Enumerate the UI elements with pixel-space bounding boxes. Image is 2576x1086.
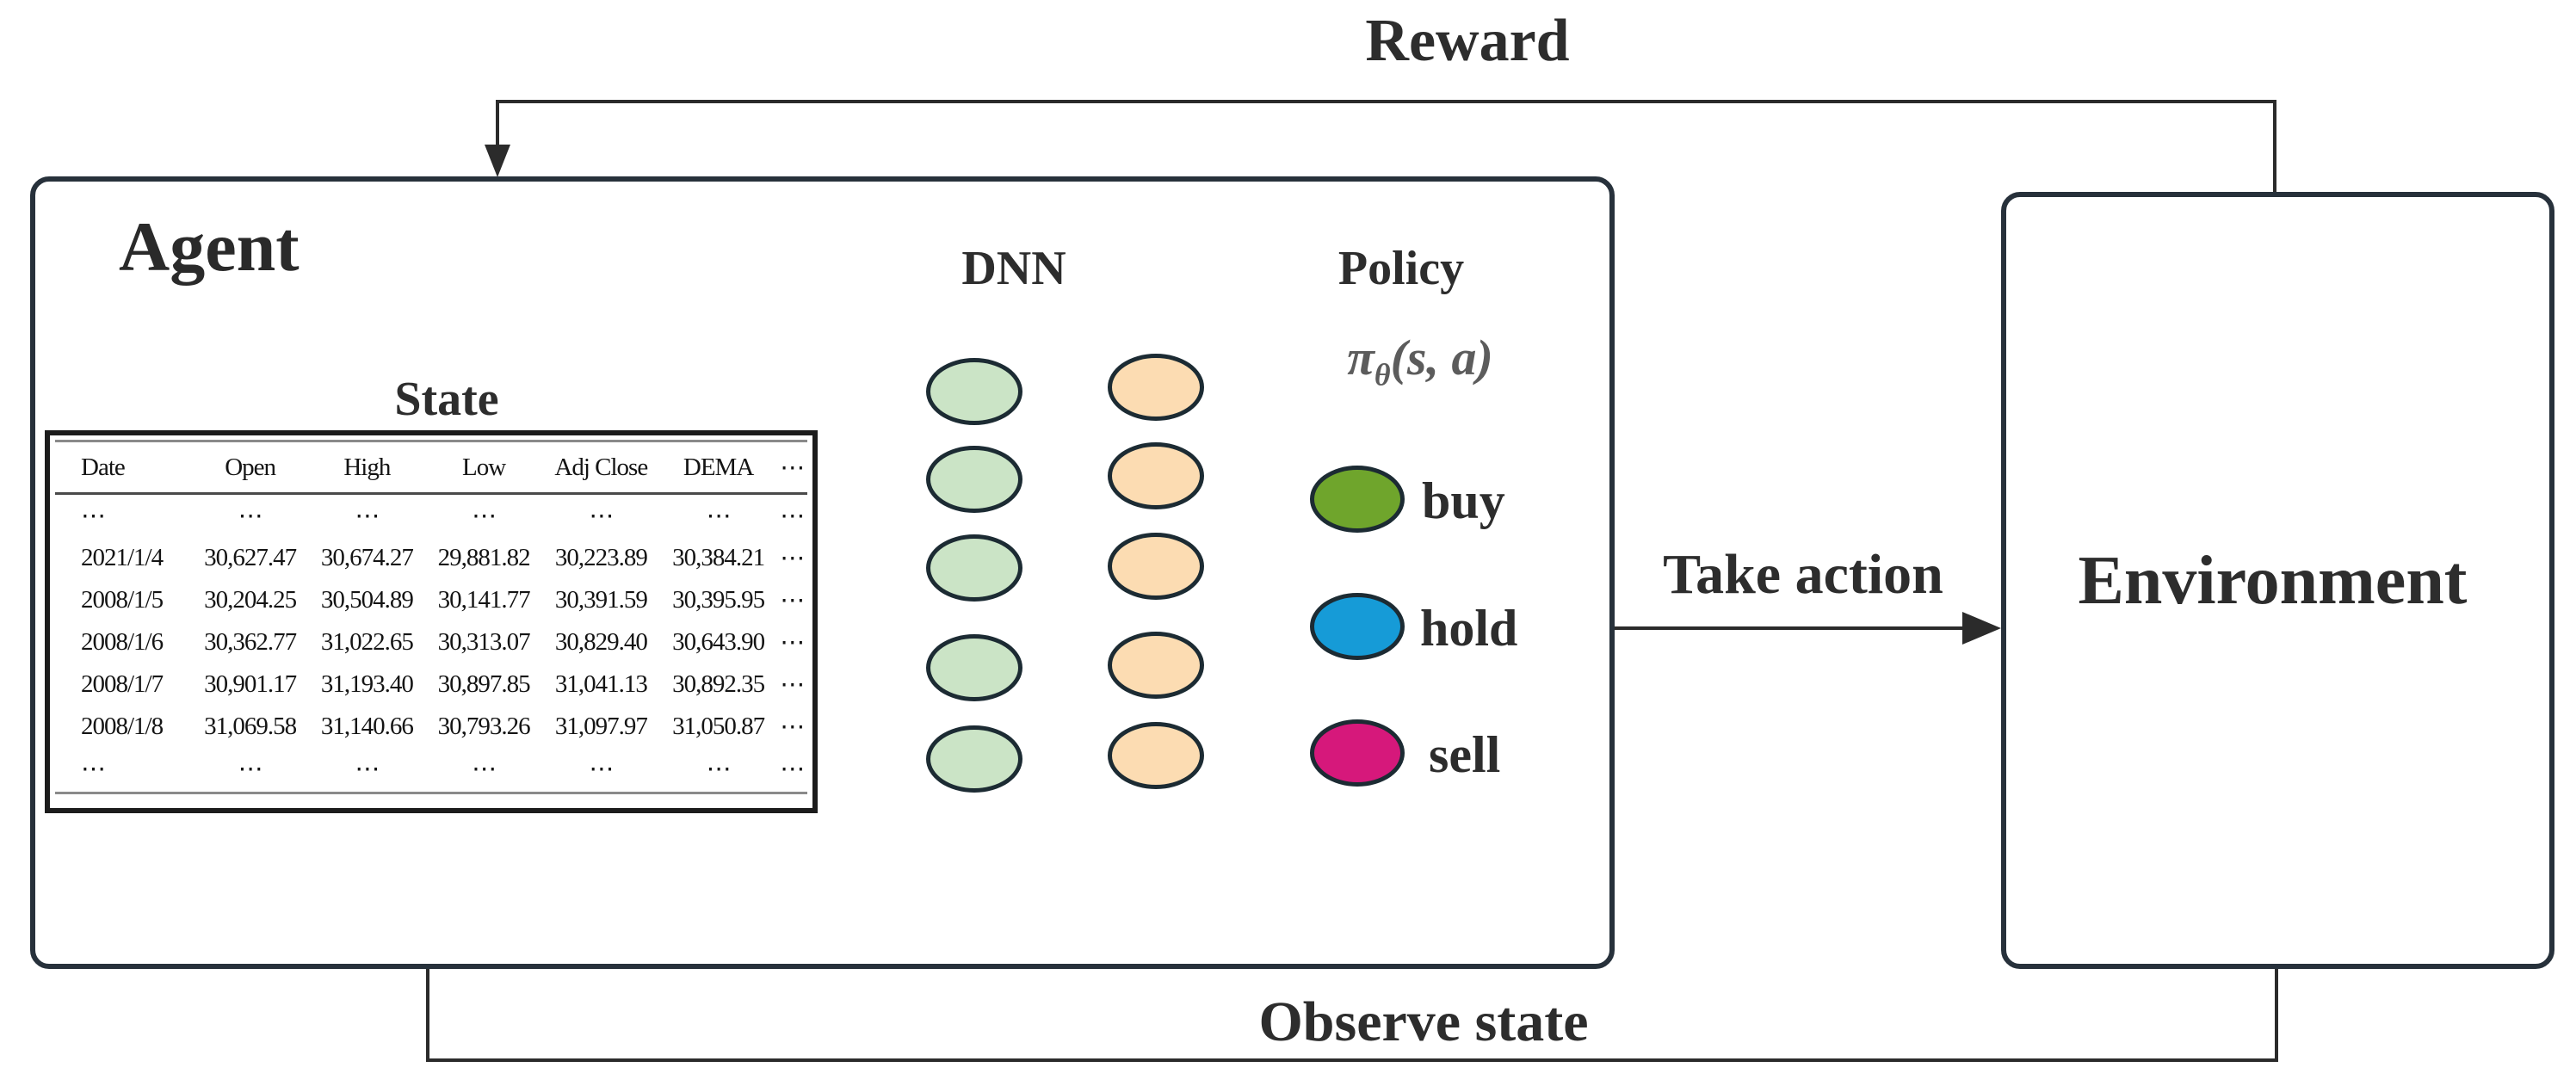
reward-label: Reward (1365, 8, 1570, 74)
cell-low: 30,141.77 (437, 586, 531, 614)
cell-low: 30,793.26 (437, 713, 531, 740)
state-table-toprule: Date Open High Low Adj Close DEMA ⋯ ⋯⋯⋯⋯… (55, 440, 807, 790)
table-row-ellipsis: ⋯ ⋯ ⋯ ⋯ ⋯ ⋯ ⋯ (55, 748, 807, 790)
observe-state-label: Observe state (1258, 990, 1589, 1053)
cell: ⋯ (355, 503, 380, 530)
cell-adj-close: 30,829.40 (554, 628, 648, 656)
state-table-bottomrule (55, 792, 807, 794)
hold-action-label: hold (1420, 600, 1518, 657)
cell-dema: 30,643.90 (672, 628, 765, 656)
cell-low: 29,881.82 (437, 544, 531, 571)
policy-formula: πθ(s, a) (1274, 329, 1566, 393)
input-node-5 (926, 725, 1022, 793)
hidden-node-1 (1108, 354, 1204, 421)
environment-box (2001, 192, 2554, 969)
hidden-node-2 (1108, 442, 1204, 509)
cell: ⋯ (81, 756, 106, 783)
cell-date: 2008/1/5 (81, 586, 164, 614)
cell: ⋯ (780, 503, 805, 530)
cell-date: 2008/1/6 (81, 628, 164, 656)
hold-action-node (1310, 593, 1405, 660)
cell-low: 30,897.85 (437, 670, 531, 698)
cell-high: 31,022.65 (320, 628, 414, 656)
cell-more: ⋯ (780, 545, 805, 572)
cell-high: 31,140.66 (320, 713, 414, 740)
reward-arrow-line (496, 100, 2276, 192)
cell-more: ⋯ (780, 713, 805, 741)
col-header-more: ⋯ (780, 454, 805, 482)
sell-action-node (1310, 719, 1405, 787)
agent-label: Agent (119, 207, 300, 286)
environment-label: Environment (2078, 543, 2468, 619)
cell-date: 2008/1/7 (81, 670, 164, 698)
cell-low: 30,313.07 (437, 628, 531, 656)
cell: ⋯ (589, 503, 614, 530)
col-header-adj-close: Adj Close (554, 453, 648, 481)
col-header-high: High (343, 453, 391, 481)
table-row: 2008/1/5 30,204.25 30,504.89 30,141.77 30,39… (55, 579, 807, 621)
cell: ⋯ (355, 756, 380, 783)
cell-open: 30,362.77 (204, 628, 297, 656)
dnn-label: DNN (961, 242, 1066, 295)
col-header-open: Open (225, 453, 276, 481)
cell-date: 2021/1/4 (81, 544, 164, 571)
hidden-node-3 (1108, 533, 1204, 600)
cell-adj-close: 30,223.89 (554, 544, 648, 571)
cell-dema: 30,892.35 (672, 670, 765, 698)
cell-dema: 30,384.21 (672, 544, 765, 571)
cell-more: ⋯ (780, 629, 805, 657)
buy-action-node (1310, 466, 1405, 533)
cell: ⋯ (472, 756, 497, 783)
hidden-node-4 (1108, 632, 1204, 699)
table-row-ellipsis: ⋯ ⋯ ⋯ ⋯ ⋯ ⋯ ⋯ (55, 494, 807, 538)
cell: ⋯ (706, 756, 732, 783)
state-table: Date Open High Low Adj Close DEMA ⋯ ⋯⋯⋯⋯… (45, 430, 818, 813)
take-action-label: Take action (1663, 543, 1943, 606)
cell-open: 30,901.17 (204, 670, 297, 698)
cell: ⋯ (780, 756, 805, 783)
input-node-3 (926, 534, 1022, 602)
input-node-1 (926, 358, 1022, 425)
buy-action-label: buy (1422, 472, 1505, 529)
hidden-node-5 (1108, 722, 1204, 789)
policy-formula-theta: θ (1374, 357, 1391, 392)
reward-arrowhead-icon (485, 145, 510, 177)
cell: ⋯ (238, 503, 263, 530)
input-node-4 (926, 634, 1022, 701)
cell: ⋯ (238, 756, 263, 783)
policy-formula-args: (s, a) (1390, 330, 1493, 386)
sell-action-label: sell (1429, 726, 1501, 783)
policy-label: Policy (1337, 242, 1465, 295)
cell-open: 31,069.58 (204, 713, 297, 740)
table-row: 2008/1/7 30,901.17 31,193.40 30,897.85 31,04… (55, 663, 807, 706)
cell: ⋯ (472, 503, 497, 530)
cell-more: ⋯ (780, 671, 805, 699)
cell-adj-close: 31,097.97 (554, 713, 648, 740)
cell-open: 30,627.47 (204, 544, 297, 571)
cell-date: 2008/1/8 (81, 713, 164, 740)
cell: ⋯ (706, 503, 732, 530)
col-header-dema: DEMA (683, 453, 754, 481)
cell-high: 30,504.89 (320, 586, 414, 614)
state-label: State (394, 373, 499, 426)
cell-high: 30,674.27 (320, 544, 414, 571)
input-node-2 (926, 446, 1022, 513)
cell-dema: 31,050.87 (672, 713, 765, 740)
policy-formula-pi: π (1347, 330, 1374, 386)
take-action-arrowhead-icon (1962, 612, 2001, 645)
col-header-date: Date (81, 453, 126, 481)
table-row: 2021/1/4 30,627.47 30,674.27 29,881.82 30,22… (55, 537, 807, 579)
cell: ⋯ (81, 503, 106, 530)
cell-high: 31,193.40 (320, 670, 414, 698)
cell-adj-close: 31,041.13 (554, 670, 648, 698)
cell-more: ⋯ (780, 587, 805, 614)
cell-open: 30,204.25 (204, 586, 297, 614)
table-row: 2008/1/6 30,362.77 31,022.65 30,313.07 30,82… (55, 621, 807, 663)
table-row: 2008/1/8 31,069.58 31,140.66 30,793.26 31,09… (55, 706, 807, 748)
cell-dema: 30,395.95 (672, 586, 765, 614)
state-table-header-row: Date Open High Low Adj Close DEMA ⋯ (55, 442, 807, 494)
cell: ⋯ (589, 756, 614, 783)
col-header-low: Low (461, 453, 506, 481)
cell-adj-close: 30,391.59 (554, 586, 648, 614)
